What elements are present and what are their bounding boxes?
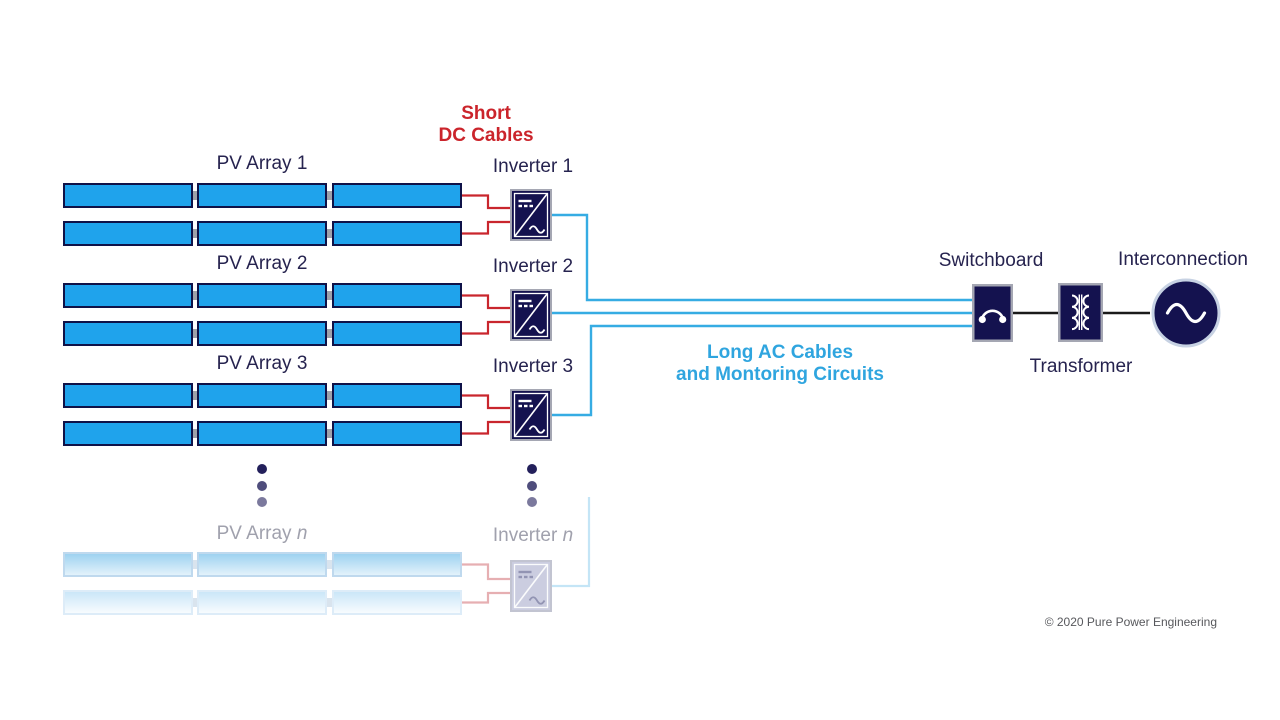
- pv-panel: [63, 552, 193, 577]
- transformer-label: Transformer: [1029, 356, 1133, 377]
- vertical-ellipsis-dots: [527, 464, 537, 474]
- panel-connector: [190, 560, 199, 569]
- dc-cable: [462, 394, 510, 410]
- long-ac-cables-label: Long AC Cables and Montoring Circuits: [676, 342, 884, 386]
- pv-panel: [63, 183, 193, 208]
- inverter-dc-ac-icon: [510, 389, 552, 441]
- inverter-label: Inverter 2: [492, 256, 574, 277]
- pv-panel: [63, 221, 193, 246]
- pv-panel: [197, 383, 327, 408]
- panel-connector: [325, 560, 334, 569]
- inverter: [510, 189, 552, 241]
- panel-connector: [325, 429, 334, 438]
- pv-array-label: PV Array 1: [216, 153, 308, 174]
- short-dc-cables-line2: DC Cables: [438, 125, 534, 146]
- vertical-ellipsis-dots: [257, 481, 267, 491]
- pv-panel: [332, 590, 462, 615]
- inverter: [510, 289, 552, 341]
- pv-panel: [63, 283, 193, 308]
- panel-connector: [325, 191, 334, 200]
- vertical-ellipsis-dots: [527, 481, 537, 491]
- pv-panel: [332, 421, 462, 446]
- switchboard-label: Switchboard: [938, 250, 1044, 271]
- pv-panel: [197, 283, 327, 308]
- panel-connector: [190, 291, 199, 300]
- pv-panel: [332, 552, 462, 577]
- dc-cable: [462, 591, 510, 604]
- panel-connector: [190, 429, 199, 438]
- inverter-dc-ac-icon: [510, 189, 552, 241]
- interconnection-label: Interconnection: [1118, 249, 1248, 270]
- panel-connector: [325, 329, 334, 338]
- interconnection: [1150, 277, 1222, 349]
- pv-panel: [197, 183, 327, 208]
- circuit-breaker-icon: [972, 284, 1013, 342]
- pv-panel: [197, 321, 327, 346]
- pv-panel: [197, 221, 327, 246]
- pv-panel: [332, 221, 462, 246]
- pv-panel: [63, 590, 193, 615]
- inverter-dc-ac-icon: [510, 289, 552, 341]
- inverter: [510, 560, 552, 612]
- pv-panel: [332, 321, 462, 346]
- dc-cable: [462, 420, 510, 435]
- pv-array-label: PV Array 2: [216, 253, 308, 274]
- panel-connector: [190, 391, 199, 400]
- ac-source-sine-icon: [1151, 278, 1221, 348]
- panel-connector: [325, 229, 334, 238]
- vertical-ellipsis-dots: [257, 464, 267, 474]
- copyright: © 2020 Pure Power Engineering: [1044, 615, 1217, 629]
- panel-connector: [325, 598, 334, 607]
- inverter-dc-ac-icon: [510, 560, 552, 612]
- long-ac-cables-line1: Long AC Cables: [706, 342, 854, 363]
- dc-cable: [462, 320, 510, 335]
- pv-array-label: PV Array 3: [216, 353, 308, 374]
- panel-connector: [190, 229, 199, 238]
- switchboard: [972, 284, 1013, 342]
- ac-cable: [552, 213, 974, 302]
- panel-connector: [190, 191, 199, 200]
- pv-panel: [63, 321, 193, 346]
- pv-panel: [197, 552, 327, 577]
- pv-panel: [197, 421, 327, 446]
- transformer: [1058, 283, 1103, 342]
- long-ac-cables-line2: and Montoring Circuits: [676, 364, 884, 385]
- panel-connector: [190, 598, 199, 607]
- short-dc-cables-label: Short DC Cables: [438, 103, 533, 147]
- inverter-label: Inverter n: [492, 525, 574, 546]
- pv-panel: [332, 283, 462, 308]
- panel-connector: [325, 291, 334, 300]
- panel-connector: [325, 391, 334, 400]
- pv-panel: [332, 383, 462, 408]
- dc-cable: [462, 563, 510, 581]
- inverter-label: Inverter 1: [492, 156, 574, 177]
- dc-cable: [462, 294, 510, 310]
- pv-panel: [63, 383, 193, 408]
- panel-connector: [190, 329, 199, 338]
- short-dc-cables-line1: Short: [461, 103, 511, 124]
- pv-panel: [197, 590, 327, 615]
- transformer-coils-icon: [1058, 283, 1103, 342]
- vertical-ellipsis-dots: [527, 497, 537, 507]
- vertical-ellipsis-dots: [257, 497, 267, 507]
- inverter: [510, 389, 552, 441]
- pv-panel: [332, 183, 462, 208]
- dc-cable: [462, 220, 510, 235]
- inverter-label: Inverter 3: [492, 356, 574, 377]
- pv-array-label: PV Array n: [216, 523, 308, 544]
- pv-panel: [63, 421, 193, 446]
- dc-cable: [462, 194, 510, 210]
